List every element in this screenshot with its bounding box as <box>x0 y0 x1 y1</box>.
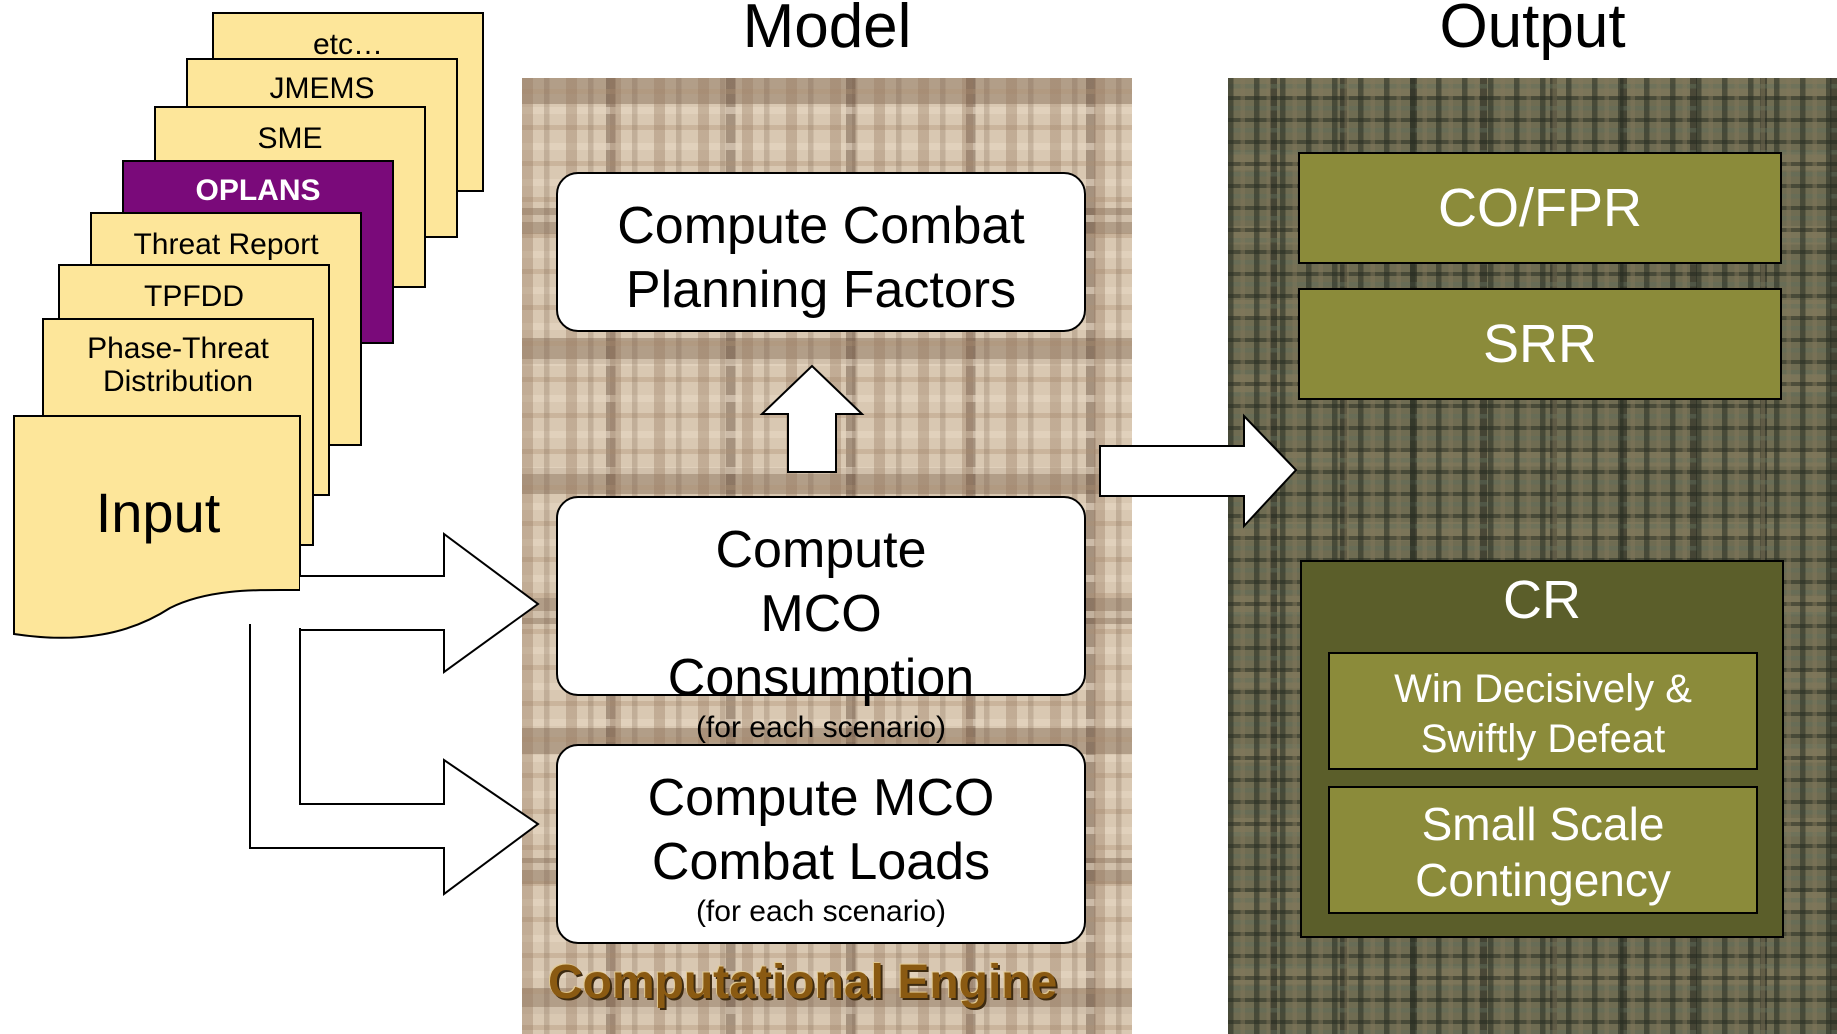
combat-loads-note: (for each scenario) <box>695 895 947 928</box>
input-page-label: OPLANS <box>195 174 321 207</box>
input-page-label: Phase-Threat Distribution <box>87 332 269 398</box>
compute-planning-factors-box: Compute Combat Planning Factors <box>556 172 1086 332</box>
planning-factors-label: Compute Combat Planning Factors <box>617 197 1025 319</box>
cr-item-win-decisively: Win Decisively & Swiftly Defeat <box>1328 652 1758 770</box>
cr-item-label: Small Scale Contingency <box>1415 798 1671 906</box>
input-page-label: SME <box>257 122 323 155</box>
arrow-to-loads-icon <box>249 624 540 896</box>
compute-combat-loads-box: Compute MCO Combat Loads (for each scena… <box>556 744 1086 944</box>
srr-label: SRR <box>1482 314 1597 374</box>
consumption-note: (for each scenario) <box>695 711 947 744</box>
combat-loads-title: Compute MCO Combat Loads <box>647 769 995 891</box>
arrow-to-consumption-icon <box>300 532 540 674</box>
output-heading: Output <box>1439 0 1626 61</box>
compute-consumption-box: Compute MCO Consumption (for each scenar… <box>556 496 1086 744</box>
cofpr-box: CO/FPR <box>1298 152 1782 264</box>
arrow-model-to-output-icon <box>1099 413 1298 529</box>
input-page-label: JMEMS <box>269 72 375 105</box>
srr-box: SRR <box>1298 288 1782 400</box>
cr-item-label: Win Decisively & Swiftly Defeat <box>1394 667 1692 761</box>
cr-item-small-scale: Small Scale Contingency <box>1328 786 1758 914</box>
input-label: Input <box>95 481 221 544</box>
input-document-icon <box>13 415 301 639</box>
arrow-consumption-to-factors-icon <box>759 364 865 473</box>
consumption-title: Compute MCO Consumption <box>667 521 975 707</box>
input-page-label: Threat Report <box>133 228 319 261</box>
model-heading: Model <box>742 0 912 61</box>
input-page-label: etc… <box>312 28 384 61</box>
computational-engine-label: Computational Engine <box>548 956 1058 1009</box>
input-page-label: TPFDD <box>144 280 244 313</box>
cr-label: CR <box>1503 570 1581 630</box>
cofpr-label: CO/FPR <box>1437 178 1642 238</box>
